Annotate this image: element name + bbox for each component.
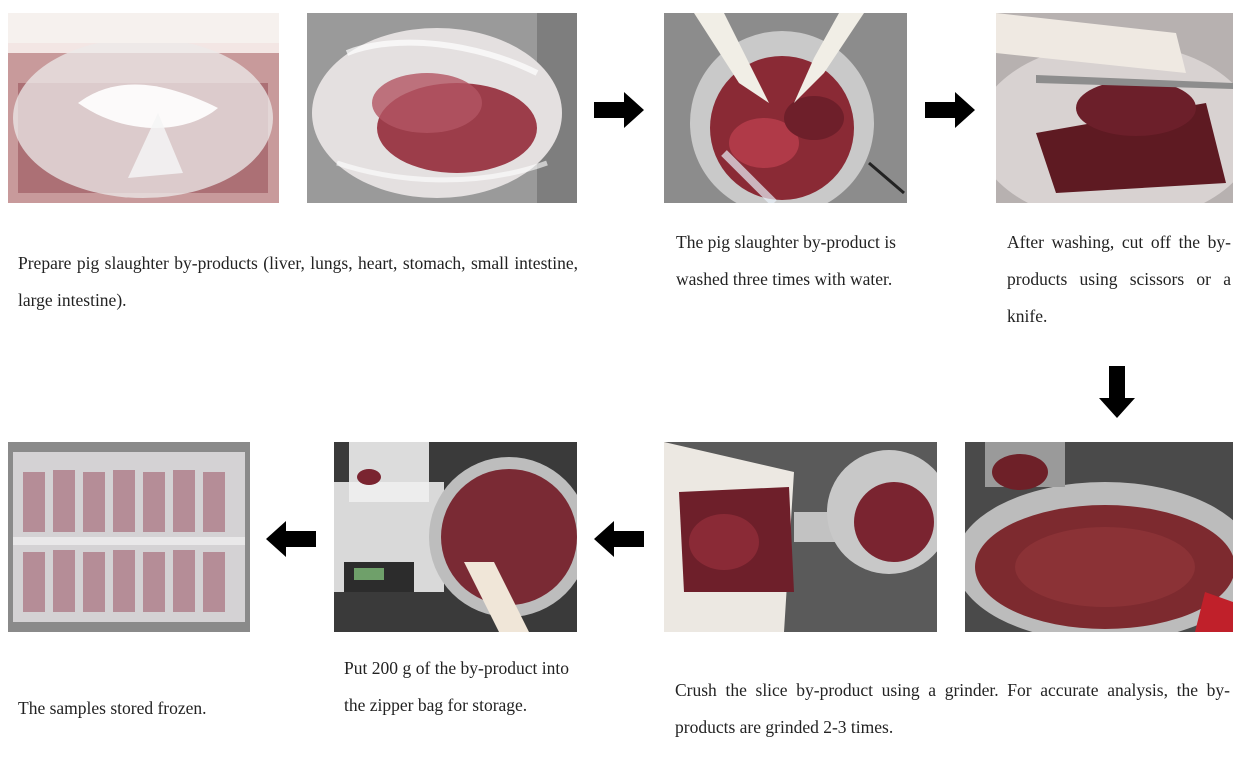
caption-store: The samples stored frozen. (18, 690, 268, 727)
photo-ground-byproduct (965, 442, 1233, 632)
arrow-down-icon (1099, 366, 1135, 418)
caption-cut: After washing, cut off the by-products u… (1007, 224, 1231, 335)
photo-cutting (996, 13, 1233, 203)
photo-washing (664, 13, 907, 203)
photo-packed-byproducts (8, 13, 279, 203)
arrow-left-icon (594, 521, 644, 557)
photo-frozen-samples (8, 442, 250, 632)
photo-weighing (334, 442, 577, 632)
photo-bagged-byproducts (307, 13, 577, 203)
caption-wash: The pig slaughter by-product is washed t… (676, 224, 896, 298)
caption-grind: Crush the slice by-product using a grind… (675, 672, 1230, 746)
caption-prepare: Prepare pig slaughter by-products (liver… (18, 245, 578, 319)
arrow-left-icon (266, 521, 316, 557)
photo-grinder (664, 442, 937, 632)
arrow-right-icon (594, 92, 644, 128)
caption-bag: Put 200 g of the by-product into the zip… (344, 650, 569, 724)
arrow-right-icon (925, 92, 975, 128)
